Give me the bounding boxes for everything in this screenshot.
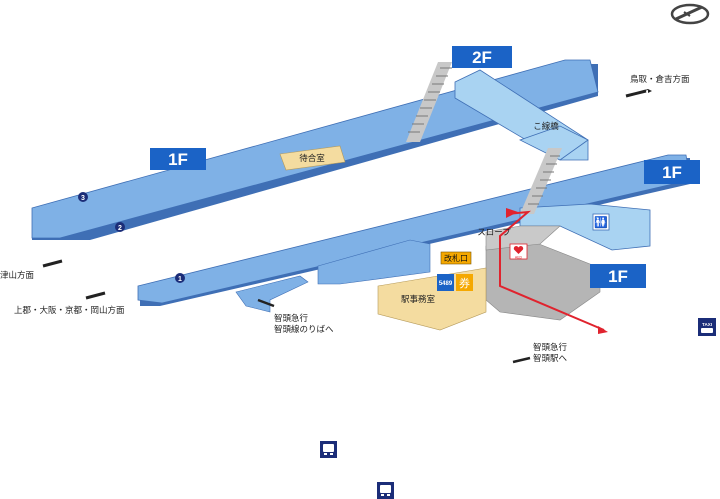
svg-text:上郡・大阪・京都・岡山方面: 上郡・大阪・京都・岡山方面 xyxy=(14,305,125,316)
toilet-icon: 🚻 xyxy=(594,216,608,229)
waiting-room-label: 待合室 xyxy=(299,153,325,164)
direction-tottori: 鳥取・倉吉方面 xyxy=(625,74,690,98)
svg-text:TAXI: TAXI xyxy=(702,322,712,327)
svg-text:津山方面: 津山方面 xyxy=(0,270,35,281)
platform-number-2: 2 xyxy=(115,222,125,232)
svg-text:2: 2 xyxy=(118,225,122,232)
bus-icon xyxy=(320,441,337,458)
svg-text:智頭駅へ: 智頭駅へ xyxy=(533,353,568,364)
platform-1-blocks xyxy=(235,239,431,313)
slope-label: スロープ xyxy=(477,228,511,238)
compass-icon xyxy=(670,3,710,25)
direction-kamigori: 上郡・大阪・京都・岡山方面 xyxy=(14,291,125,316)
stairs-right xyxy=(520,148,562,214)
accessible-route xyxy=(499,208,608,334)
waiting-room xyxy=(279,145,346,171)
svg-text:券: 券 xyxy=(459,276,470,290)
ticket-office-icon: 5489 券 xyxy=(437,274,473,291)
station-office-label: 駅事務室 xyxy=(401,294,436,305)
platform-number-3: 3 xyxy=(78,192,88,202)
svg-text:智頭急行: 智頭急行 xyxy=(533,342,568,353)
floor-tag-2f: 2F xyxy=(452,46,512,68)
direction-chizu-platform: 智頭急行 智頭線のりばへ xyxy=(257,298,334,335)
platform-number-1: 1 xyxy=(175,273,185,283)
svg-text:1F: 1F xyxy=(168,150,188,169)
overpass xyxy=(454,69,589,161)
direction-tsuyama: 津山方面 xyxy=(0,259,63,281)
floor-tag-1f-concourse: 1F xyxy=(590,264,646,288)
bus-icon-2 xyxy=(377,482,394,499)
svg-text:1: 1 xyxy=(178,276,182,283)
toilet-building: 🚻 xyxy=(519,203,651,251)
floor-tag-1f-right: 1F xyxy=(644,160,700,184)
stairs-left xyxy=(406,62,452,142)
svg-text:鳥取・倉吉方面: 鳥取・倉吉方面 xyxy=(630,74,690,85)
ticket-gate-label: 改札口 xyxy=(444,253,468,263)
direction-chizu-station: 智頭急行 智頭駅へ xyxy=(512,342,568,364)
svg-text:3: 3 xyxy=(81,195,85,202)
svg-text:5489: 5489 xyxy=(439,281,453,287)
svg-text:智頭急行: 智頭急行 xyxy=(274,313,309,324)
svg-text:1F: 1F xyxy=(662,163,682,182)
overpass-label: こ線橋 xyxy=(533,121,559,132)
svg-text:AED: AED xyxy=(515,256,523,260)
floor-tag-1f-left: 1F xyxy=(150,148,206,170)
svg-text:1F: 1F xyxy=(608,267,628,286)
svg-text:智頭線のりばへ: 智頭線のりばへ xyxy=(274,324,334,335)
taxi-icon: TAXI xyxy=(698,318,716,336)
aed-icon: AED xyxy=(509,243,528,260)
concourse xyxy=(485,225,601,321)
svg-text:2F: 2F xyxy=(472,48,492,67)
ticket-gate: 改札口 xyxy=(440,251,472,265)
